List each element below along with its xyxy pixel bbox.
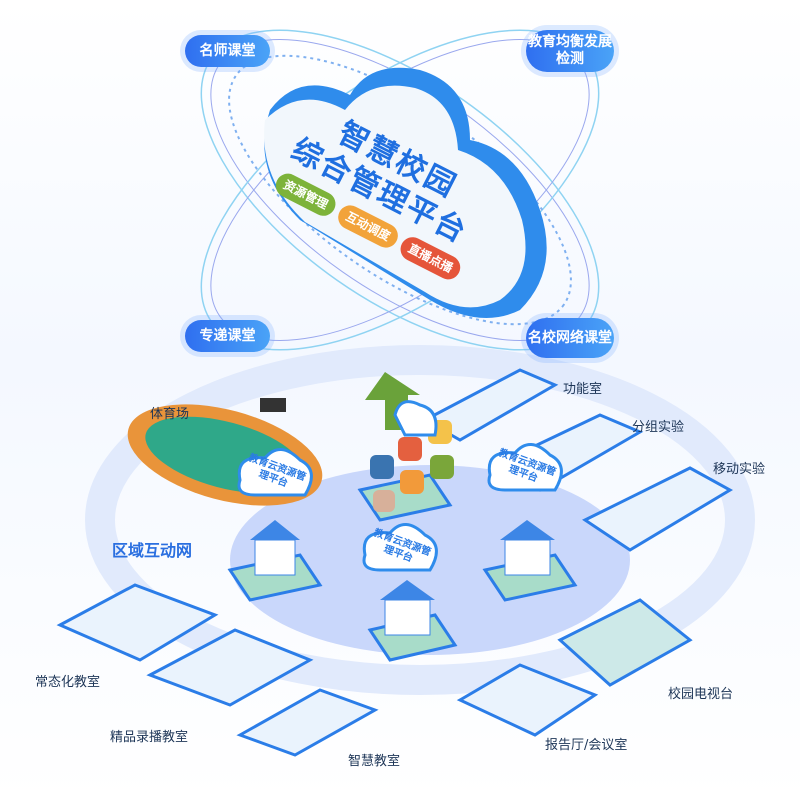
label-function-room: 功能室 (563, 382, 603, 397)
school-building (367, 580, 458, 662)
regular-classroom (56, 583, 219, 662)
feature-education-balance-monitoring[interactable]: 教育均衡发展检测 (526, 30, 614, 72)
tv-station-room (557, 598, 693, 687)
label-smart-classroom: 智慧教室 (348, 754, 401, 769)
label-tv-station: 校园电视台 (668, 687, 734, 702)
main-cloud (264, 67, 547, 319)
auditorium-room (456, 663, 599, 737)
feature-dedicated-class[interactable]: 专递课堂 (185, 320, 270, 352)
school-building (482, 520, 578, 602)
label-stadium: 体育场 (150, 407, 190, 422)
edu-clouds (237, 400, 563, 572)
rooms (56, 368, 734, 757)
label-mobile-lab: 移动实验 (713, 462, 766, 477)
feature-famous-school-online-class[interactable]: 名校网络课堂 (526, 318, 614, 358)
label-auditorium: 报告厅/会议室 (545, 738, 628, 753)
label-recording-classroom: 精品录播教室 (110, 730, 189, 745)
label-group-lab: 分组实验 (632, 420, 685, 435)
network-ring (85, 345, 755, 695)
label-regular-classroom: 常态化教室 (35, 675, 101, 690)
recording-classroom (146, 628, 314, 707)
smart-classroom (236, 688, 379, 757)
regional-network-label: 区域互动网 (112, 541, 193, 560)
feature-famous-teacher-class[interactable]: 名师课堂 (185, 35, 270, 67)
mobile-lab-room (582, 466, 734, 552)
school-building (227, 520, 323, 602)
